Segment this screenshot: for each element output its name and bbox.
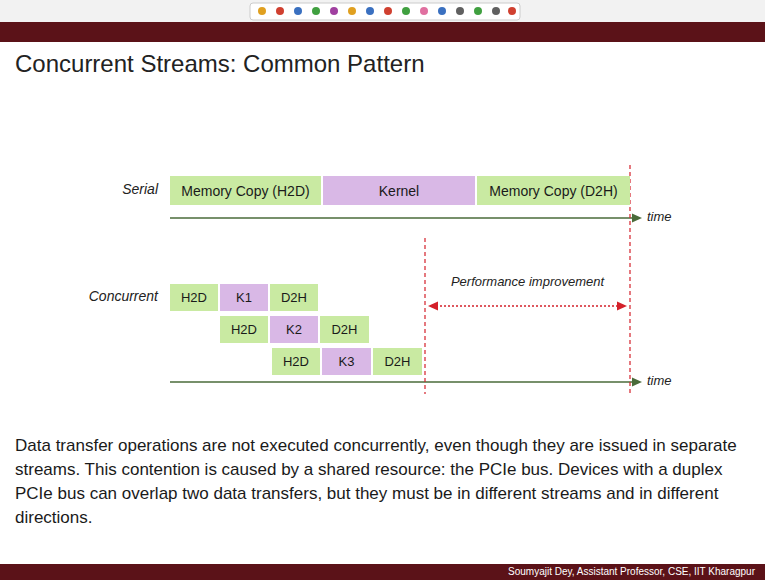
time-axis: [170, 378, 642, 387]
row-label: Serial: [70, 181, 158, 198]
body-text: Data transfer operations are not execute…: [15, 434, 753, 531]
kernel-box: K2: [270, 316, 318, 343]
improvement-arrow: [428, 302, 627, 311]
header-bar: [0, 22, 765, 42]
toolbar-icons: [250, 3, 520, 20]
transfer-box: D2H: [320, 316, 369, 343]
transfer-box: H2D: [220, 316, 268, 343]
transfer-box: H2D: [170, 284, 218, 311]
transfer-box: H2D: [272, 348, 320, 375]
box-text: H2D: [231, 322, 257, 337]
box-text: K1: [236, 290, 252, 305]
kernel-box: Kernel: [323, 176, 475, 205]
kernel-box: K1: [220, 284, 268, 311]
axis-label: time: [647, 209, 672, 225]
box-text: Memory Copy (H2D): [181, 183, 309, 199]
box-text: H2D: [181, 290, 207, 305]
transfer-box: Memory Copy (D2H): [477, 176, 630, 205]
row-label: Concurrent: [60, 288, 158, 305]
box-text: H2D: [283, 354, 309, 369]
transfer-box: D2H: [373, 348, 422, 375]
transfer-box: Memory Copy (H2D): [170, 176, 321, 205]
footer-bar: [0, 564, 765, 580]
box-text: D2H: [384, 354, 410, 369]
box-text: Kernel: [379, 183, 419, 199]
box-text: K2: [286, 322, 302, 337]
transfer-box: D2H: [270, 284, 318, 311]
kernel-box: K3: [322, 348, 371, 375]
box-text: Memory Copy (D2H): [489, 183, 617, 199]
box-text: K3: [339, 354, 355, 369]
toolbar-ground: [0, 0, 765, 22]
box-text: D2H: [281, 290, 307, 305]
dashed-marker: [424, 238, 425, 394]
time-axis: [170, 214, 642, 223]
improvement-label: Performance improvement: [428, 274, 627, 290]
slide-title: Concurrent Streams: Common Pattern: [15, 50, 425, 78]
box-text: D2H: [331, 322, 357, 337]
axis-label: time: [647, 373, 672, 389]
footer-credit: Soumyajit Dey, Assistant Professor, CSE,…: [508, 566, 755, 578]
